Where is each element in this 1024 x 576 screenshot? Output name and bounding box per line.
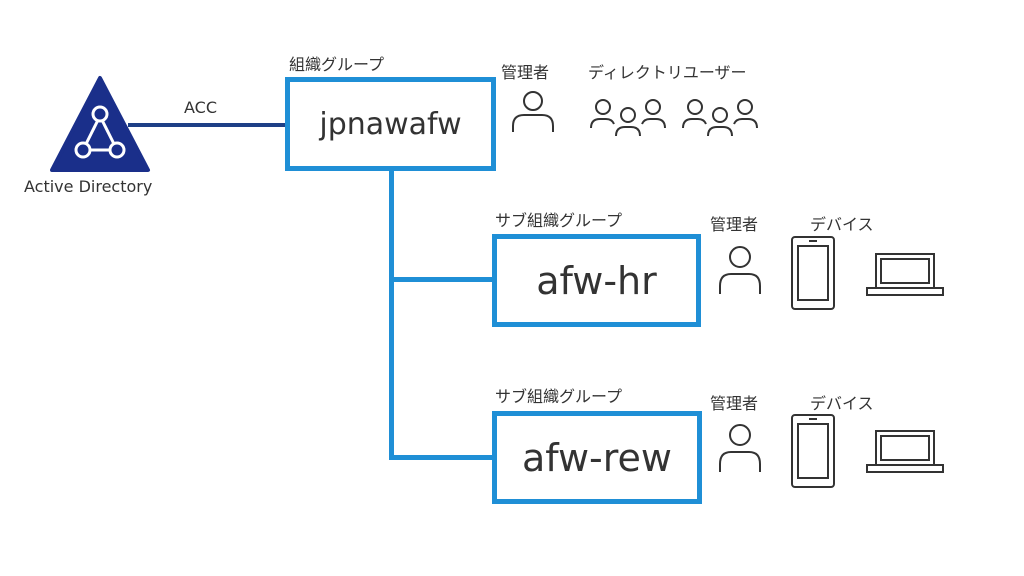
subgroup-devices-label: デバイス — [810, 215, 874, 234]
subgroup-admin-label: 管理者 — [710, 394, 759, 413]
user-group-icon — [590, 99, 666, 137]
person-icon — [719, 246, 761, 294]
subgroup-box-afw-hr[interactable]: afw-hr — [492, 234, 701, 327]
laptop-icon — [866, 430, 944, 473]
subgroup-admin-label: 管理者 — [710, 215, 759, 234]
smartphone-icon — [791, 236, 835, 310]
person-icon — [512, 91, 554, 132]
org-admin-label: 管理者 — [501, 63, 550, 82]
branch-line-rew — [389, 455, 495, 460]
org-caption: 組織グループ — [289, 55, 385, 74]
tree-trunk-line — [389, 171, 394, 460]
laptop-icon — [866, 253, 944, 296]
org-group-name: jpnawafw — [319, 106, 462, 142]
subgroup-name: afw-hr — [536, 258, 657, 303]
person-icon — [719, 424, 761, 472]
subgroup-devices-label: デバイス — [810, 394, 874, 413]
subgroup-caption: サブ組織グループ — [495, 387, 623, 406]
user-group-icon — [682, 99, 758, 137]
active-directory-label: Active Directory — [24, 177, 153, 196]
branch-line-hr — [389, 277, 495, 282]
smartphone-icon — [791, 414, 835, 488]
subgroup-box-afw-rew[interactable]: afw-rew — [492, 411, 702, 504]
org-users-label: ディレクトリユーザー — [588, 63, 747, 82]
ad-link-line — [128, 123, 288, 127]
ad-link-label: ACC — [184, 98, 218, 117]
org-group-box[interactable]: jpnawafw — [285, 77, 496, 171]
active-directory-logo-icon — [50, 76, 150, 172]
subgroup-name: afw-rew — [521, 435, 673, 480]
subgroup-caption: サブ組織グループ — [495, 211, 623, 230]
